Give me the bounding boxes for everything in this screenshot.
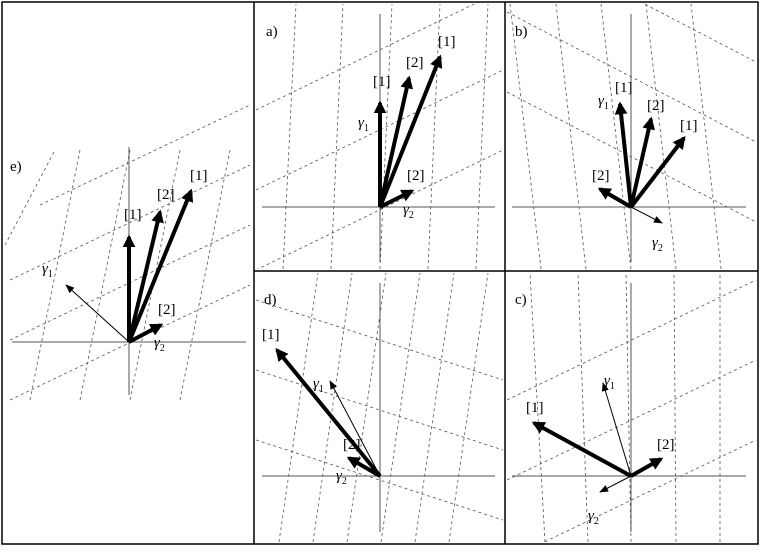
panel-e-gamma2-label: γ2 xyxy=(154,335,165,354)
panel-a-label-1-right: [1] xyxy=(438,34,456,50)
panel-e-gamma1-arrow xyxy=(65,284,130,343)
panel-c-gamma2-label: γ2 xyxy=(588,508,599,527)
panel-b-label-2-left: [2] xyxy=(592,168,610,184)
panel-e: e) [1] [1] [2] [2] γ1 γ2 xyxy=(4,104,251,401)
panel-d-gamma1-arrow xyxy=(329,380,381,477)
panel-a-vector-2 xyxy=(379,189,415,209)
panel-d-gamma2-label: γ2 xyxy=(336,468,347,487)
panel-b-vector-1 xyxy=(629,135,686,209)
panel-d-grid xyxy=(256,273,503,542)
panel-b: b) [1] [1] [2] [2] γ1 γ2 xyxy=(507,4,756,269)
panel-b-gamma1-label: γ1 xyxy=(598,93,609,112)
panel-c-gamma2-arrow xyxy=(599,475,632,493)
panel-d-gamma1-label: γ1 xyxy=(313,376,324,395)
panel-e-label-1-right: [1] xyxy=(190,168,208,184)
panel-e-label-1-left: [1] xyxy=(124,207,142,223)
panel-c-vector-2 xyxy=(630,457,664,478)
panel-a-vector-1 xyxy=(378,75,413,208)
panel-a-grid xyxy=(256,4,503,269)
panel-a-label: a) xyxy=(266,24,278,40)
panel-e-gamma1-label: γ1 xyxy=(42,261,53,280)
panel-b-vector-2b xyxy=(597,187,633,209)
panel-a-label-2-top: [2] xyxy=(406,55,424,71)
panel-a-vector-1b xyxy=(378,54,443,208)
panel-a: a) [1] [1] [2] [2] γ1 γ2 xyxy=(256,4,503,269)
panel-b-label-1-top: [1] xyxy=(615,80,633,96)
panel-d-label: d) xyxy=(264,292,277,308)
panel-b-label-2-top: [2] xyxy=(647,98,665,114)
panel-d-vector-2 xyxy=(346,456,382,478)
panel-c-vector-1 xyxy=(531,421,632,478)
panel-c-label: c) xyxy=(515,292,527,308)
panel-e-vector-1b xyxy=(127,188,194,343)
panel-a-label-2-bottom: [2] xyxy=(407,168,425,184)
panel-b-vector-gamma1-1 xyxy=(614,101,633,208)
panel-d-label-1: [1] xyxy=(262,327,280,343)
panel-b-label: b) xyxy=(515,24,528,40)
panel-e-vector-2 xyxy=(127,209,164,343)
panel-a-gamma2-label: γ2 xyxy=(403,202,414,221)
panel-c: c) [1] [2] γ1 γ2 xyxy=(507,273,756,542)
panel-d-label-2: [2] xyxy=(343,437,361,453)
panel-e-label: e) xyxy=(10,159,22,175)
panel-b-label-1-right: [1] xyxy=(680,118,698,134)
panel-a-label-1-left: [1] xyxy=(373,74,391,90)
panel-c-label-1: [1] xyxy=(526,400,544,416)
panel-e-vector-2b xyxy=(128,323,164,344)
panel-c-label-2: [2] xyxy=(657,437,675,453)
panel-b-gamma2-label: γ2 xyxy=(652,235,663,254)
panel-d-vector-1 xyxy=(275,348,382,478)
panel-c-gamma1-label: γ1 xyxy=(604,373,615,392)
panel-e-label-2-top: [2] xyxy=(157,187,175,203)
panel-e-label-2-bottom: [2] xyxy=(158,302,176,318)
panel-b-gamma2-arrow xyxy=(630,206,663,224)
panel-a-gamma1-label: γ1 xyxy=(358,115,369,134)
panel-b-vector-2 xyxy=(629,116,655,208)
panel-d: d) [1] [2] γ1 γ2 xyxy=(256,273,503,542)
panel-c-gamma1-arrow xyxy=(601,382,632,477)
